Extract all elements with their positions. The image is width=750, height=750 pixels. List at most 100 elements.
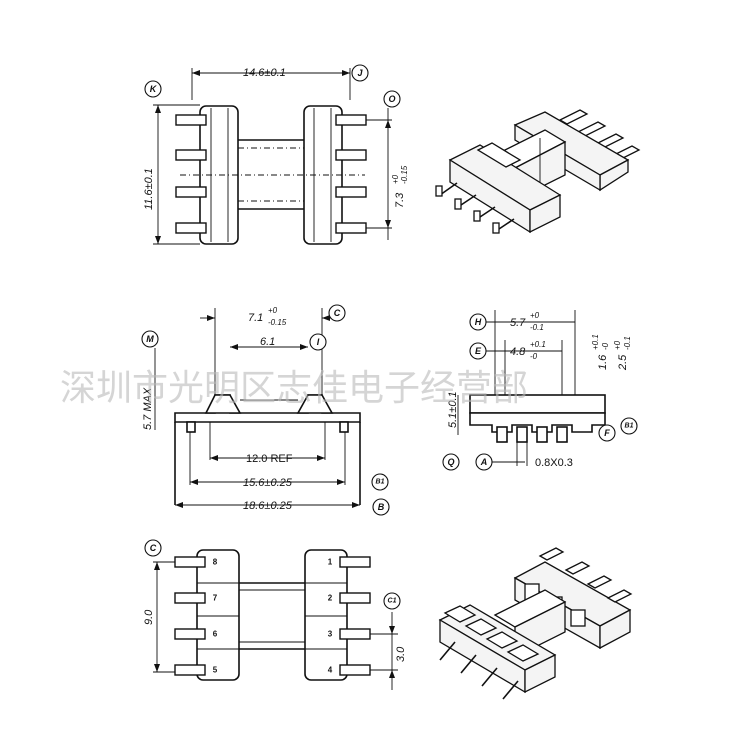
callout-o-label: O — [388, 94, 395, 104]
pin — [335, 186, 367, 198]
dim-5-1: 5.1±0.1 — [447, 391, 459, 428]
pin-stub — [339, 421, 349, 433]
dim-9-0: 9.0 — [143, 609, 155, 625]
callout-b1-label: B1 — [376, 479, 385, 486]
dim-3-0: 3.0 — [395, 646, 407, 662]
callout-c — [328, 304, 346, 322]
pin-block — [443, 605, 477, 623]
pin-tip — [435, 185, 443, 197]
pin-number: 8 — [213, 558, 218, 567]
arrowhead — [337, 479, 345, 485]
arrowhead — [385, 120, 391, 128]
pin — [558, 109, 589, 125]
dim-1-6-upper: +0.1 — [591, 334, 600, 350]
pin-block — [485, 631, 519, 649]
pin-number: 7 — [213, 594, 218, 603]
front-view: 7.1 +0 -0.15 C 6.1 I M 5.7 MAX 12.0 RE — [141, 304, 390, 516]
isometric-view-bottom — [438, 547, 633, 700]
bottom-view: C 9.0 8 7 6 5 1 — [143, 539, 407, 690]
callout-q-label: Q — [447, 457, 454, 467]
callout-b — [372, 498, 390, 516]
pin-number: 4 — [328, 666, 333, 675]
pin-number: 5 — [213, 666, 218, 675]
callout-q — [442, 453, 460, 471]
callout-b1-label: B1 — [625, 423, 634, 430]
side-view: H 5.7 +0 -0.1 E 4.8 +0.1 -0 1.6 +0.1 -0 … — [442, 310, 638, 471]
arrowhead — [322, 315, 330, 321]
front-flange-side — [529, 193, 561, 234]
pin — [516, 426, 528, 443]
width-dimension: 14.6±0.1 — [243, 67, 286, 79]
dim-4-8: 4.8 — [510, 346, 526, 358]
callout-h-label: H — [475, 317, 482, 327]
left-post — [204, 394, 242, 414]
dim-15-6: 15.6±0.25 — [243, 477, 293, 489]
arrowhead — [389, 670, 395, 678]
pin — [586, 575, 613, 589]
callout-b1 — [620, 417, 638, 435]
pin — [175, 222, 207, 234]
callout-f-label: F — [604, 428, 610, 438]
right-post — [296, 394, 334, 414]
pin — [335, 149, 367, 161]
pin — [460, 654, 477, 674]
pin — [174, 628, 206, 640]
callout-k-label: K — [150, 84, 158, 94]
front-flange-side — [524, 653, 556, 694]
arrowhead — [154, 664, 160, 672]
pin — [175, 149, 207, 161]
right-flange — [304, 549, 348, 681]
slot — [570, 609, 586, 627]
arrowhead — [317, 455, 325, 461]
pin — [174, 664, 206, 676]
dim-pin: 0.8X0.3 — [535, 457, 573, 469]
top-view: 14.6±0.1 K J O 11.6±0.1 — [143, 64, 409, 245]
arrowhead — [210, 455, 218, 461]
flange-notch — [476, 142, 522, 168]
pin-number: 3 — [328, 630, 333, 639]
arrowhead — [190, 479, 198, 485]
dim-6-1: 6.1 — [260, 336, 275, 348]
pin — [174, 592, 206, 604]
pin-number: 1 — [328, 558, 333, 567]
pitch-tol-lower: -0.15 — [400, 165, 409, 184]
callout-i — [309, 333, 327, 351]
arrowhead — [207, 315, 215, 321]
dim-2-5-upper: +0 — [613, 340, 622, 350]
callout-j — [351, 64, 369, 82]
pin — [339, 664, 371, 676]
pin — [496, 426, 508, 443]
pin-tip — [473, 210, 481, 222]
dim-1-6-lower: -0 — [601, 342, 610, 350]
callout-m-label: M — [146, 334, 154, 344]
callout-c — [144, 539, 162, 557]
callout-c-label: C — [334, 308, 341, 318]
pitch-tol-upper: +0 — [391, 174, 400, 184]
pin-number: 6 — [213, 630, 218, 639]
pitch-dimension: 7.3 — [394, 192, 406, 208]
dim-12-ref: 12.0 REF — [246, 453, 293, 465]
pin — [439, 182, 458, 196]
isometric-view-top — [435, 109, 641, 234]
pin — [564, 561, 591, 575]
watermark-text: 深圳市光明区志佳电子经营部 — [60, 368, 528, 409]
callout-c1 — [383, 592, 401, 610]
pin — [439, 641, 456, 661]
arrowhead — [230, 344, 238, 350]
callout-j-label: J — [357, 68, 363, 78]
dim-5-7-max: 5.7 MAX — [142, 387, 154, 430]
callout-k — [144, 80, 162, 98]
callout-e-label: E — [475, 346, 482, 356]
arrowhead — [154, 562, 160, 570]
pin-tip — [454, 198, 462, 210]
pin — [335, 222, 367, 234]
callout-a-label: A — [480, 457, 488, 467]
callout-c1-label: C1 — [388, 598, 397, 605]
pin-block — [464, 618, 498, 636]
arrowhead — [155, 105, 161, 113]
arrowhead — [155, 236, 161, 244]
callout-i-label: I — [317, 337, 320, 347]
pin — [174, 556, 206, 568]
dim-7-1-upper: +0 — [268, 306, 278, 315]
